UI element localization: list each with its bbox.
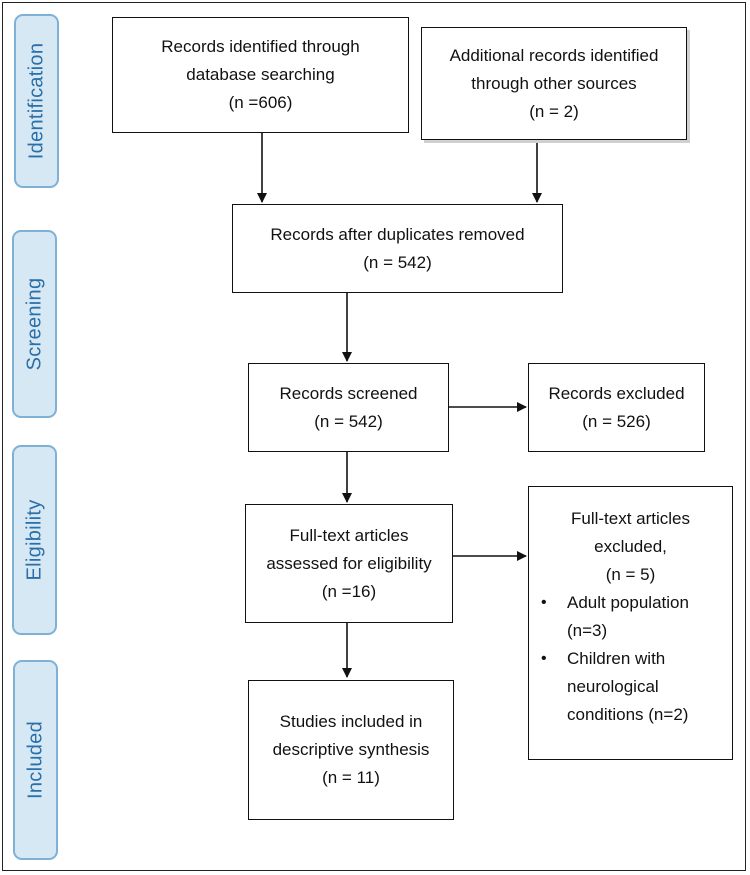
stage-identification: Identification <box>14 14 59 188</box>
fulltext-assessed-line1: Full-text articles <box>289 525 409 545</box>
studies-included-line2: descriptive synthesis <box>272 740 430 759</box>
stage-eligibility: Eligibility <box>12 445 57 635</box>
box-records-excluded: Records excluded (n = 526) <box>528 363 705 452</box>
box-other-records: Additional records identified through ot… <box>421 27 687 140</box>
box-after-duplicates: Records after duplicates removed (n = 54… <box>232 204 563 293</box>
records-screened-line1: Records screened <box>279 383 418 403</box>
fulltext-excluded-line1: Full-text articles <box>570 509 691 528</box>
fulltext-assessed-count: (n =16) <box>321 581 377 601</box>
database-records-count: (n =606) <box>228 93 293 112</box>
exclusion-reason-adult-line2: (n=3) <box>567 621 608 640</box>
box-fulltext-assessed: Full-text articles assessed for eligibil… <box>245 504 453 623</box>
bullet-icon: • <box>541 650 547 667</box>
box-fulltext-excluded: Full-text articles excluded, (n = 5) • A… <box>528 486 733 760</box>
box-database-records: Records identified through database sear… <box>112 17 409 133</box>
exclusion-reason-neurological-line3: conditions (n=2) <box>567 705 689 724</box>
fulltext-excluded-line2: excluded, <box>594 537 667 556</box>
records-excluded-count: (n = 526) <box>582 411 651 431</box>
stage-included: Included <box>13 660 58 860</box>
studies-included-line1: Studies included in <box>279 712 423 731</box>
after-duplicates-line1: Records after duplicates removed <box>270 224 525 244</box>
exclusion-reason-neurological: • Children with neurological conditions … <box>541 645 688 729</box>
exclusion-reason-neurological-line2: neurological <box>567 677 659 696</box>
database-records-line1: Records identified through <box>161 37 360 56</box>
stage-screening: Screening <box>12 230 57 418</box>
exclusion-reason-neurological-line1: Children with <box>567 649 666 668</box>
box-records-screened: Records screened (n = 542) <box>248 363 449 452</box>
fulltext-assessed-line2: assessed for eligibility <box>266 553 432 573</box>
box-studies-included: Studies included in descriptive synthesi… <box>248 680 454 820</box>
exclusion-reason-adult: • Adult population (n=3) <box>541 589 689 645</box>
records-screened-count: (n = 542) <box>314 411 383 431</box>
database-records-line2: database searching <box>186 65 335 84</box>
bullet-icon: • <box>541 594 547 611</box>
other-records-line1: Additional records identified <box>449 45 659 65</box>
other-records-line2: through other sources <box>471 73 637 93</box>
fulltext-excluded-count: (n = 5) <box>605 565 656 584</box>
after-duplicates-count: (n = 542) <box>363 252 432 272</box>
records-excluded-line1: Records excluded <box>548 383 685 403</box>
studies-included-count: (n = 11) <box>322 768 380 787</box>
exclusion-reason-adult-line1: Adult population <box>567 593 689 612</box>
other-records-count: (n = 2) <box>529 101 579 121</box>
